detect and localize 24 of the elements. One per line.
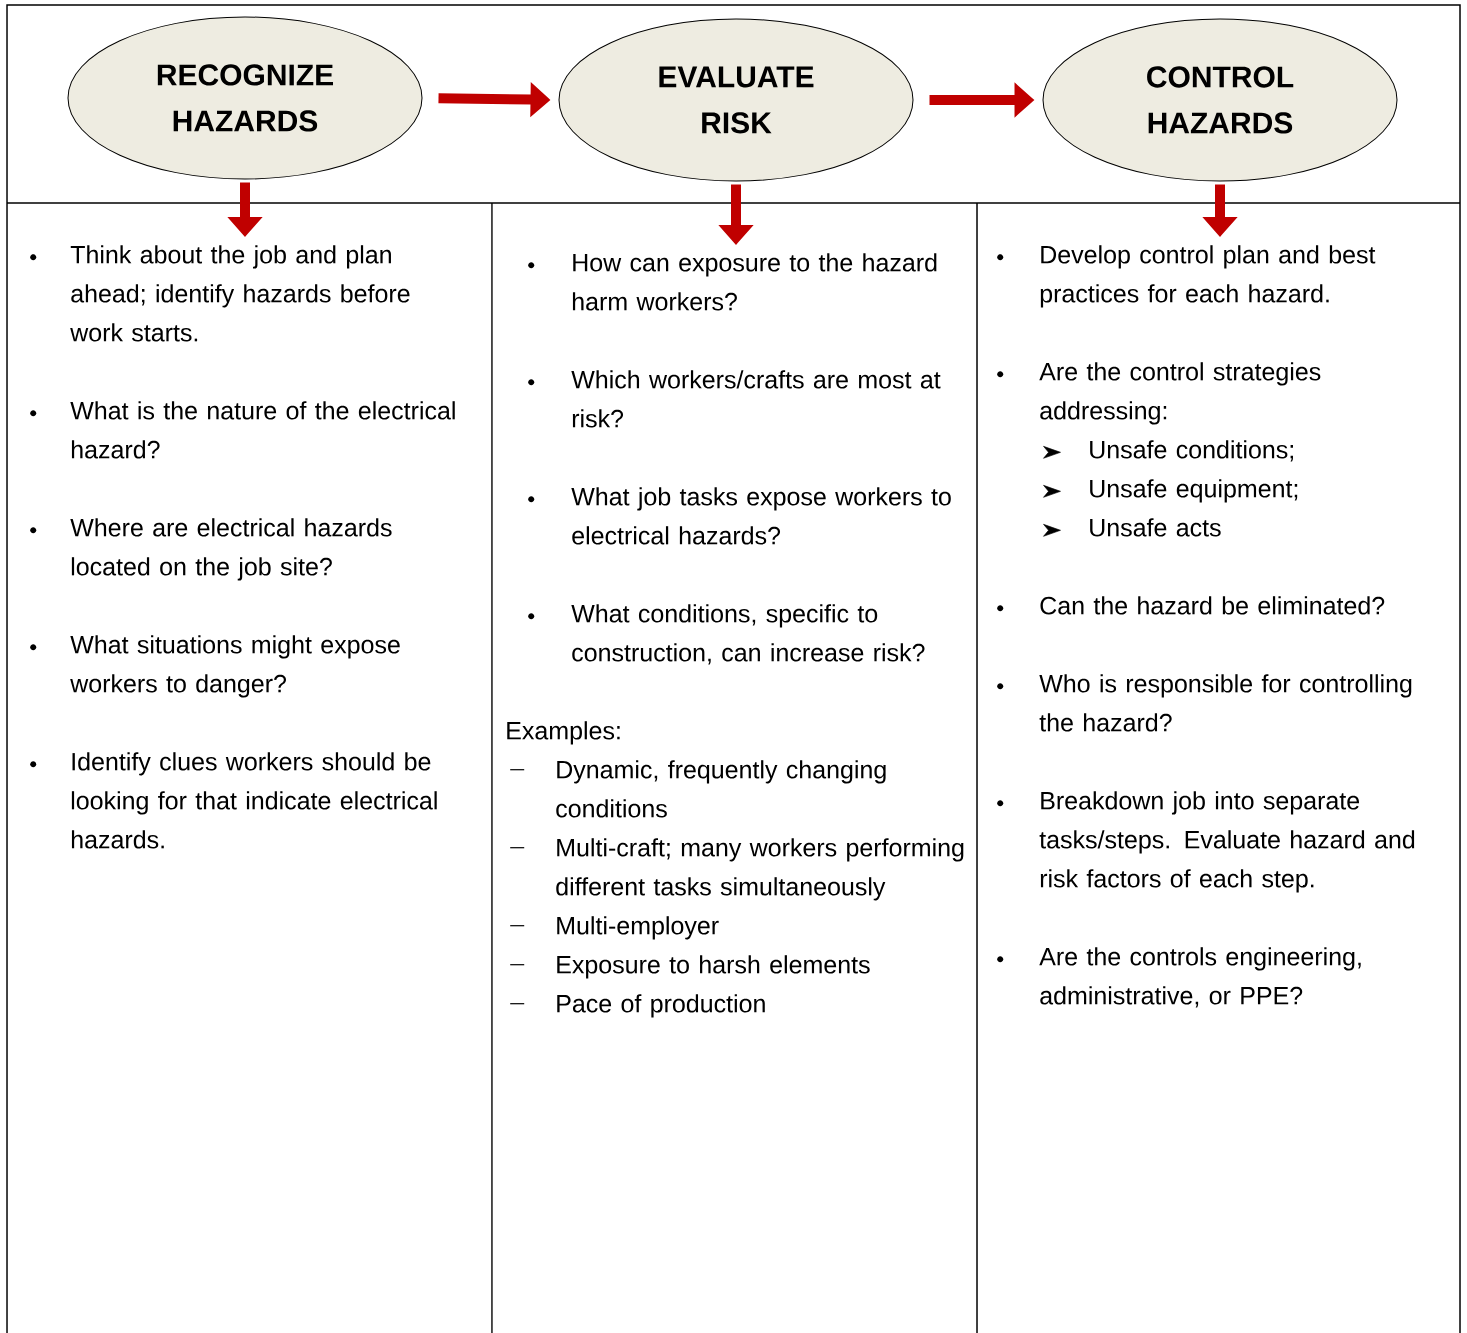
- list-item: How can exposure to the hazard harm workers?: [572, 253, 937, 311]
- list-item: Think about the job and plan ahead; identify hazards before work starts.: [70, 245, 410, 342]
- list-item: Where are electrical hazards located on the job site?: [70, 518, 392, 581]
- list-item: Who is responsible for controlling the hazard?: [1039, 674, 1412, 732]
- list-item: Can the hazard be eliminated?: [1040, 596, 1385, 615]
- list-item: Are the control strategies addressing:: [1039, 362, 1321, 425]
- list-item: What is the nature of the electrical hazard?: [70, 401, 455, 459]
- list-item: Exposure to harsh elements: [557, 955, 870, 979]
- list-item: Unsafe equipment;: [1090, 479, 1298, 503]
- list-item: What job tasks expose workers to electrical hazards?: [571, 487, 951, 545]
- list-item: What conditions, specific to construction, can increase risk?: [571, 604, 925, 665]
- list-item: Identify clues workers should be looking for that indicate electrical hazards.: [71, 752, 437, 849]
- list-item: Breakdown job into separate tasks/steps. Evaluate hazard and risk factors of each step.: [1039, 791, 1415, 893]
- list-item: Which workers/crafts are most at risk?: [571, 370, 941, 428]
- list-item: Pace of production: [557, 994, 765, 1018]
- list-item: Multi-employer: [557, 916, 719, 940]
- list-item: Develop control plan and best practices for each hazard.: [1040, 245, 1376, 308]
- list-item: Examples:: [507, 721, 620, 745]
- list-item: Unsafe conditions;: [1090, 440, 1293, 462]
- list-item: What situations might expose workers to danger?: [70, 635, 400, 698]
- list-item: Multi-craft; many workers performing different tasks simultaneously: [556, 838, 964, 901]
- list-item: Unsafe acts: [1090, 518, 1221, 537]
- list-item: Are the controls engineering, administrative, or PPE?: [1039, 947, 1361, 1008]
- list-item: Dynamic, frequently changing conditions: [556, 760, 886, 818]
